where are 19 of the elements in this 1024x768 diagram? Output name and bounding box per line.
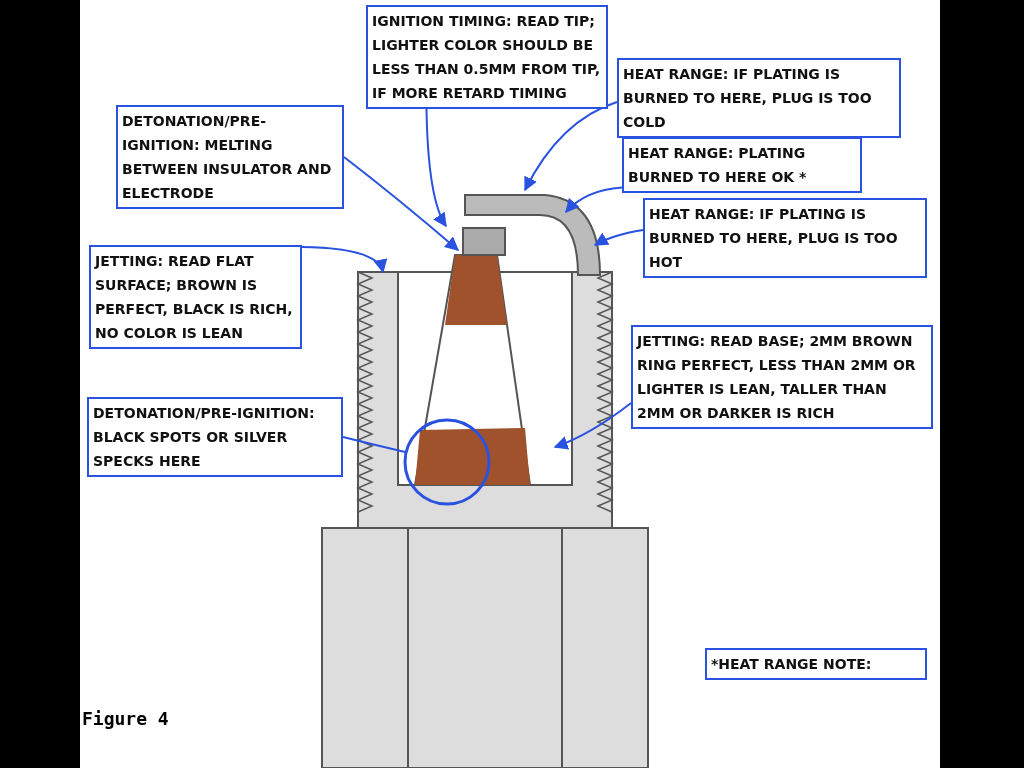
callout-box: HEAT RANGE: PLATING BURNED TO HERE OK * [622, 137, 862, 193]
leader-line [343, 156, 460, 251]
callout-box: DETONATION/PRE-IGNITION: MELTING BETWEEN INSULATOR AND ELECTRODE [116, 105, 344, 209]
callout-box: DETONATION/PRE-IGNITION: BLACK SPOTS OR SILVER SPECKS HERE [87, 397, 343, 477]
callout-box: HEAT RANGE: IF PLATING IS BURNED TO HERE, PLUG IS TOO HOT [643, 198, 927, 278]
leader-line [565, 186, 623, 213]
leader-line [425, 108, 447, 228]
callout-box: JETTING: READ BASE; 2MM BROWN RING PERFECT, LESS THAN 2MM OR LIGHTER IS LEAN, TALLER THAN 2MM OR DARKER IS RICH [631, 325, 933, 429]
leader-line [553, 402, 632, 450]
callout-box: *HEAT RANGE NOTE: [705, 648, 927, 680]
callout-box: HEAT RANGE: IF PLATING IS BURNED TO HERE, PLUG IS TOO COLD [617, 58, 901, 138]
leader-line [342, 436, 408, 454]
callout-box: JETTING: READ FLAT SURFACE; BROWN IS PERFECT, BLACK IS RICH, NO COLOR IS LEAN [89, 245, 302, 349]
callout-box: IGNITION TIMING: READ TIP; LIGHTER COLOR SHOULD BE LESS THAN 0.5MM FROM TIP, IF MORE RETARD TIMING [366, 5, 608, 109]
leader-line [524, 101, 618, 192]
leader-line [593, 229, 644, 246]
figure-label: Figure 4 [82, 708, 169, 729]
highlight-circle [403, 418, 491, 506]
leader-line [301, 246, 386, 274]
